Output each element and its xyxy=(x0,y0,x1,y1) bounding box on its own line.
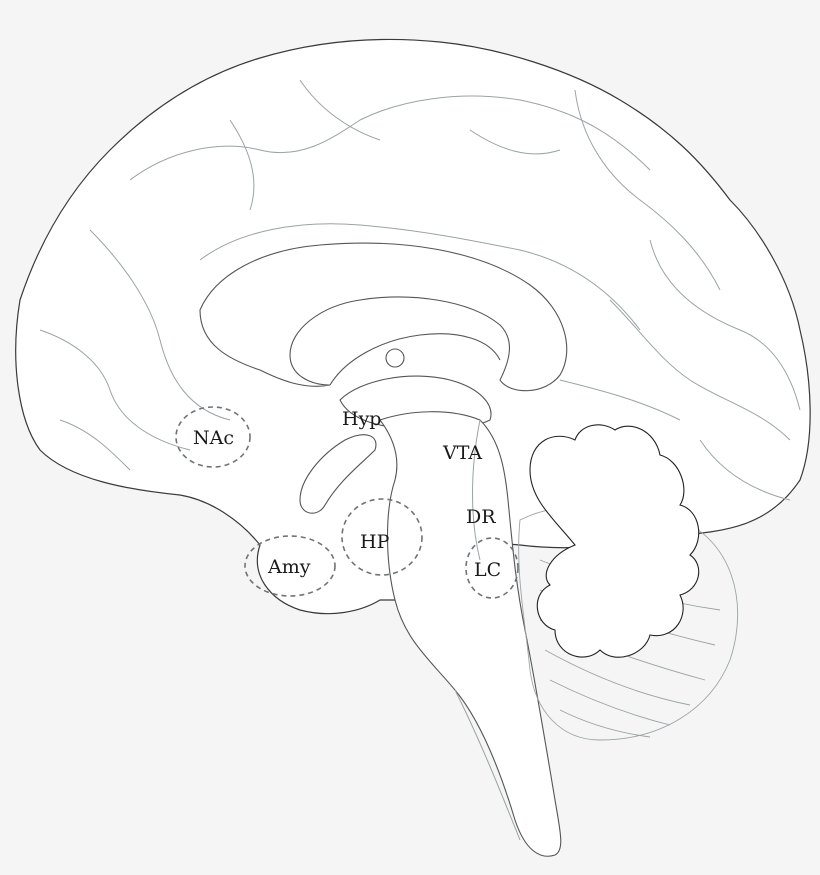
massa-intermedia xyxy=(385,348,405,368)
label-amy: Amy xyxy=(267,556,311,578)
label-vta: VTA xyxy=(442,442,482,464)
label-hyp: Hyp xyxy=(342,408,381,430)
fornix xyxy=(329,333,501,386)
label-hp: HP xyxy=(360,531,390,553)
label-dr: DR xyxy=(466,506,496,528)
label-nac: NAc xyxy=(193,427,234,449)
nac-region xyxy=(175,406,251,468)
arbor-vitae xyxy=(529,424,700,658)
hp-region xyxy=(341,498,423,576)
amy-region xyxy=(244,535,336,597)
corpus-callosum xyxy=(199,242,568,392)
label-lc: LC xyxy=(474,559,501,581)
optic-chiasm xyxy=(299,434,377,514)
lc-region xyxy=(465,537,519,599)
brainstem xyxy=(379,411,562,857)
